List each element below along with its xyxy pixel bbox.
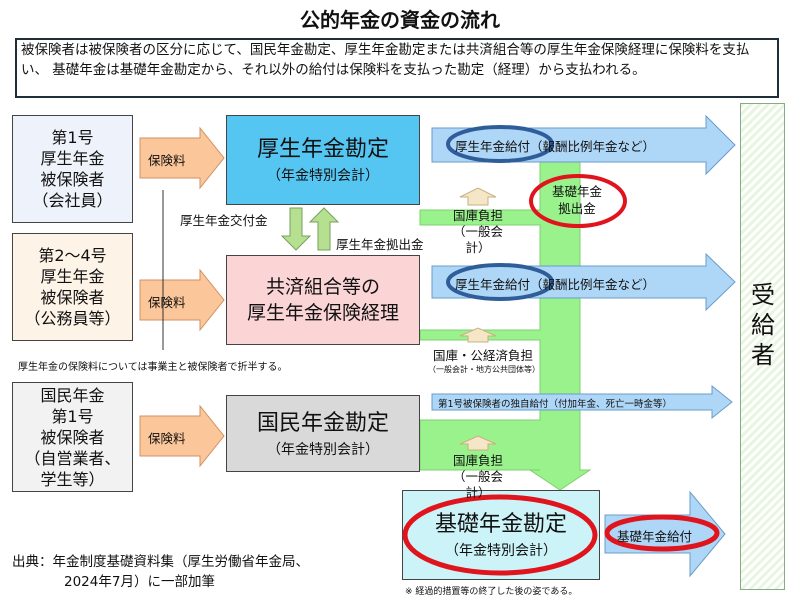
source-citation: 出典：年金制度基礎資料集（厚生労働省年金局、 2024年7月）に一部加筆 [12,552,309,592]
account-sub: （年金特別会計） [267,168,379,184]
account-name: 共済組合等の [265,276,380,298]
label-line: 拠出金 [558,201,596,216]
insured-line: 第1号 [51,128,94,147]
source-line: 2024年7月）に一部加筆 [64,574,215,590]
kiso-benefit-label: 基礎年金給付 [617,529,693,544]
benefit-rest: （報酬比例年金など） [530,277,656,292]
insured-line: 国民年金 [40,385,105,405]
premium-label: 保険料 [148,431,186,446]
benefit-highlight: 厚生年金給付 [455,139,531,154]
highlight-kyosai-benefit [446,263,554,301]
benefit-highlight: 厚生年金給付 [455,277,531,292]
footnote: ※ 経過的措置等の終了した後の姿である。 [405,587,578,597]
account-sub: （年金特別会計） [445,543,557,559]
source-line: 出典：年金制度基礎資料集（厚生労働省年金局、 [12,554,309,570]
subsidy-3: 国庫負担 （一般会計） [445,453,511,501]
label-line: （一般会計・地方公共団体等） [428,365,540,374]
label-line: （一般会計） [452,224,503,255]
kyosai-benefit-label: 厚生年金給付（報酬比例年金など） [455,274,655,293]
kokumin-account-box: 国民年金勘定 （年金特別会計） [226,395,420,472]
insured-box-type1: 第1号 厚生年金 被保険者 （会社員） [12,115,133,223]
split-note: 厚生年金の保険料については事業主と被保険者で折半する。 [18,362,288,373]
benefit-rest: （報酬比例年金など） [530,139,656,154]
subsidy-1: 国庫負担 （一般会計） [445,208,511,256]
label-line: 国庫負担 [452,453,503,468]
recipient-label: 受給者 [751,281,775,369]
grant-label: 厚生年金交付金 [180,213,268,228]
contribution-label: 厚生年金拠出金 [336,237,424,252]
label-line: 基礎年金 [552,184,603,199]
insured-line: 第1号 [51,406,94,426]
kokumin-benefit-label: 第1号被保険者の独自給付（付加年金、死亡一時金等） [438,399,673,410]
highlight-kiso-contribution [529,174,627,228]
insured-line: 第2～4号 [38,246,107,265]
benefit-arrow-kokumin [431,384,733,420]
premium-arrow-3 [139,404,225,468]
subsidy-arrow-3 [459,435,497,451]
insured-line: 被保険者 [40,288,105,307]
account-sub: （年金特別会計） [267,441,379,458]
subsidy-arrow-2 [459,327,497,343]
subsidy-arrow-1 [459,187,497,206]
insured-box-national: 国民年金 第1号 被保険者 （自営業者、 学生等） [12,382,133,492]
account-name: 国民年金勘定 [256,410,389,436]
insured-line: （自営業者、 [24,448,121,468]
subsidy-2: 国庫・公経済負担 （一般会計・地方公共団体等） [428,345,540,375]
kiso-account-box: 基礎年金勘定 （年金特別会計） [402,490,600,580]
account-name: 厚生年金勘定 [256,137,389,162]
insured-line: （会社員） [32,191,113,210]
description-note: 被保険者は被保険者の区分に応じて、国民年金勘定、厚生年金勘定または共済組合等の厚… [15,38,779,98]
premium-label: 保険料 [148,295,186,310]
kiso-contribution-label: 基礎年金 拠出金 [552,183,602,217]
insured-line: 学生等） [40,469,105,489]
insured-line: 被保険者 [40,427,105,447]
highlight-kosei-benefit [446,125,554,163]
premium-label: 保険料 [148,153,186,168]
insured-line: 被保険者 [40,170,105,189]
kosei-benefit-label: 厚生年金給付（報酬比例年金など） [455,136,655,155]
label-line: 国庫負担 [452,208,503,223]
grant-arrow [280,207,312,251]
label-line: 国庫・公経済負担 [432,348,533,363]
page-title: 公的年金の資金の流れ [300,8,500,32]
insured-line: 厚生年金 [40,149,105,168]
premium-arrow-2 [139,268,225,332]
kosei-account-box: 厚生年金勘定 （年金特別会計） [226,115,420,205]
account-name: 基礎年金勘定 [434,512,567,537]
account-name: 厚生年金保険経理 [246,302,399,324]
insured-line: （公務員等） [24,309,121,328]
insured-box-type2-4: 第2～4号 厚生年金 被保険者 （公務員等） [12,233,133,341]
premium-arrow-1 [139,126,225,190]
insured-line: 厚生年金 [40,267,105,286]
label-line: （一般会計） [452,469,503,500]
recipient-column [740,103,785,590]
contribution-arrow [308,207,340,251]
kyosai-account-box: 共済組合等の 厚生年金保険経理 [226,255,420,345]
